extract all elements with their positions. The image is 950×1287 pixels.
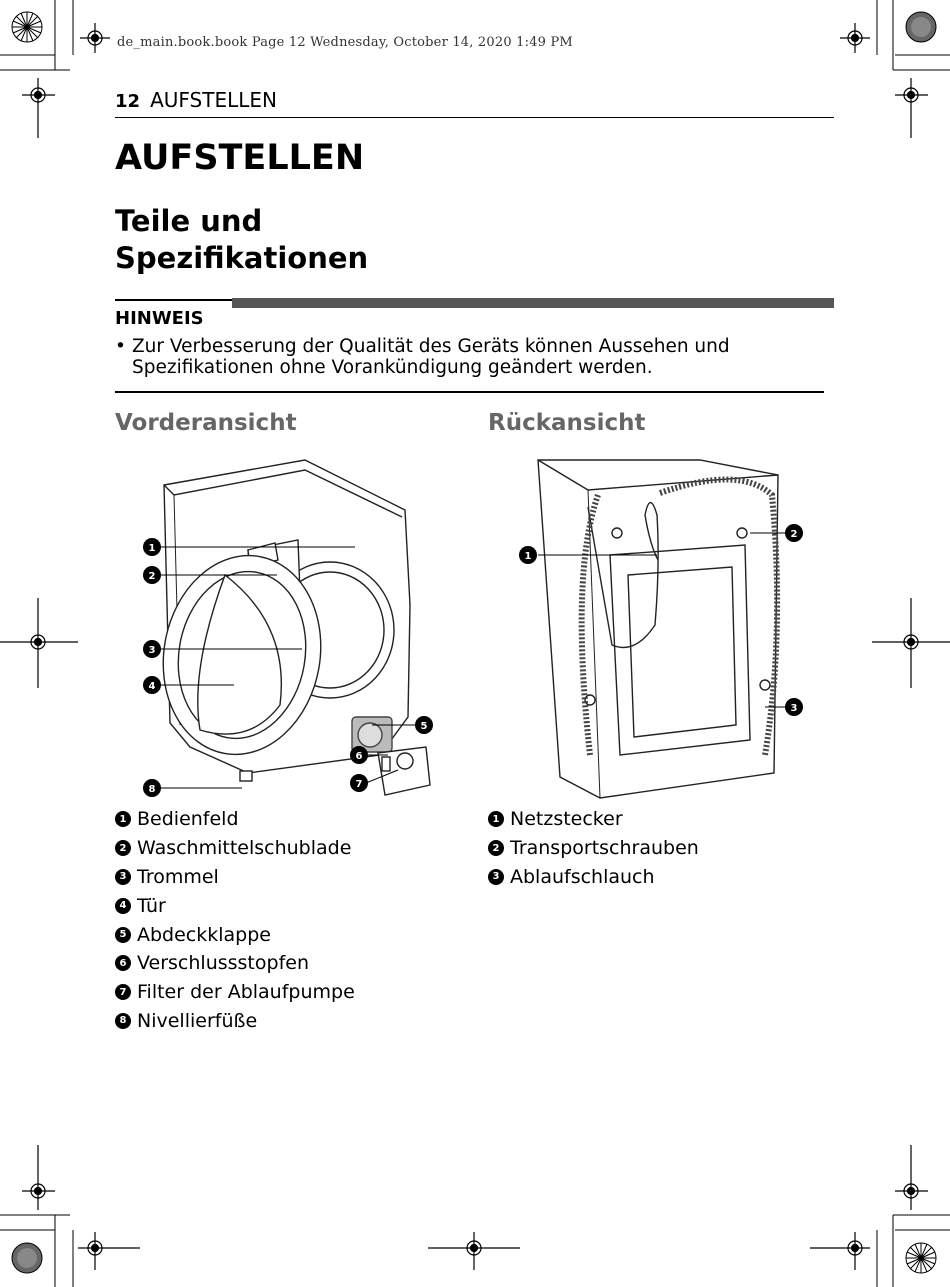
item-number-badge: 3 [115,868,131,885]
svg-text:3: 3 [149,645,156,656]
list-item: 4 Tür [115,891,355,920]
list-item: 1 Netzstecker [488,805,699,834]
front-callouts: 1 2 3 4 5 6 7 8 [143,538,433,797]
list-item: 1 Bedienfeld [115,805,355,834]
front-view-title: Vorderansicht [115,410,297,436]
note-divider-thick [232,298,834,308]
list-item: 2 Waschmittelschublade [115,834,355,863]
list-item: 6 Verschlussstopfen [115,949,355,978]
note-text: Zur Verbesserung der Qualität des Geräts… [132,336,730,378]
note-body: • Zur Verbesserung der Qualität des Gerä… [115,336,830,378]
registration-target [0,598,78,688]
item-number-badge: 3 [488,868,504,885]
svg-text:4: 4 [149,681,156,692]
list-item: 2 Transportschrauben [488,834,699,863]
note-title: HINWEIS [115,308,204,329]
list-item: 3 Trommel [115,863,355,892]
section-title: Teile und Spezifikationen [115,204,369,275]
callout-badge: 3 [143,640,161,658]
corner-gray-target [905,11,937,43]
registration-target [872,598,950,688]
registration-target [895,78,928,138]
part-label: Verschlussstopfen [137,952,309,975]
registration-target [78,1232,140,1270]
item-number-badge: 2 [488,840,504,857]
front-view-illustration: 1 2 3 4 5 6 7 8 [143,459,433,797]
callout-badge: 1 [143,538,161,556]
svg-text:8: 8 [149,784,156,795]
registration-target [22,78,55,138]
callout-badge: 7 [350,774,368,792]
svg-text:2: 2 [791,529,798,540]
chapter-title: AUFSTELLEN [115,138,365,178]
registration-target [428,1232,520,1270]
corner-star-target [11,11,43,43]
part-label: Tür [137,894,166,917]
svg-text:1: 1 [525,551,532,562]
running-head-section: AUFSTELLEN [150,88,277,112]
print-job-header: de_main.book.book Page 12 Wednesday, Oct… [117,35,573,50]
callout-badge: 2 [785,524,803,542]
svg-text:5: 5 [421,721,428,732]
callout-badge: 2 [143,566,161,584]
registration-target [840,23,870,53]
corner-star-target [905,1242,937,1274]
callout-badge: 8 [143,779,161,797]
note-bottom-rule [115,391,824,393]
registration-target [895,1145,928,1210]
list-item: 5 Abdeckklappe [115,920,355,949]
list-item: 3 Ablaufschlauch [488,863,699,892]
item-number-badge: 6 [115,955,131,972]
item-number-badge: 1 [115,811,131,828]
list-item: 8 Nivellierfüße [115,1007,355,1036]
callout-badge: 3 [785,698,803,716]
registration-target [80,23,110,53]
svg-text:2: 2 [149,571,156,582]
running-head: 12 AUFSTELLEN [115,88,834,118]
registration-target [810,1232,870,1270]
part-label: Filter der Ablaufpumpe [137,981,355,1004]
part-label: Transportschrauben [510,837,699,860]
list-item: 7 Filter der Ablaufpumpe [115,978,355,1007]
svg-text:6: 6 [356,751,363,762]
note-bullet: • [115,336,126,357]
svg-text:1: 1 [149,543,156,554]
item-number-badge: 8 [115,1012,131,1029]
registration-target [22,1145,55,1210]
page-number: 12 [115,91,141,112]
corner-gray-target [11,1242,43,1274]
back-view-title: Rückansicht [488,410,646,436]
callout-badge: 4 [143,676,161,694]
callout-badge: 5 [415,716,433,734]
svg-text:7: 7 [356,779,363,790]
item-number-badge: 2 [115,840,131,857]
part-label: Waschmittelschublade [137,837,352,860]
svg-text:3: 3 [791,703,798,714]
part-label: Bedienfeld [137,808,239,831]
back-callouts: 1 2 3 [519,524,803,716]
part-label: Ablaufschlauch [510,865,655,888]
item-number-badge: 1 [488,811,504,828]
part-label: Nivellierfüße [137,1009,258,1032]
part-label: Trommel [137,865,219,888]
item-number-badge: 7 [115,984,131,1001]
item-number-badge: 4 [115,897,131,914]
front-parts-list: 1 Bedienfeld 2 Waschmittelschublade 3 Tromm… [115,805,355,1035]
callout-badge: 1 [519,546,537,564]
back-view-illustration: 1 2 3 [519,459,803,799]
callout-badge: 6 [350,746,368,764]
part-label: Netzstecker [510,808,623,831]
back-parts-list: 1 Netzstecker 2 Transportschrauben 3 Ablauf… [488,805,699,891]
part-label: Abdeckklappe [137,923,271,946]
item-number-badge: 5 [115,926,131,943]
